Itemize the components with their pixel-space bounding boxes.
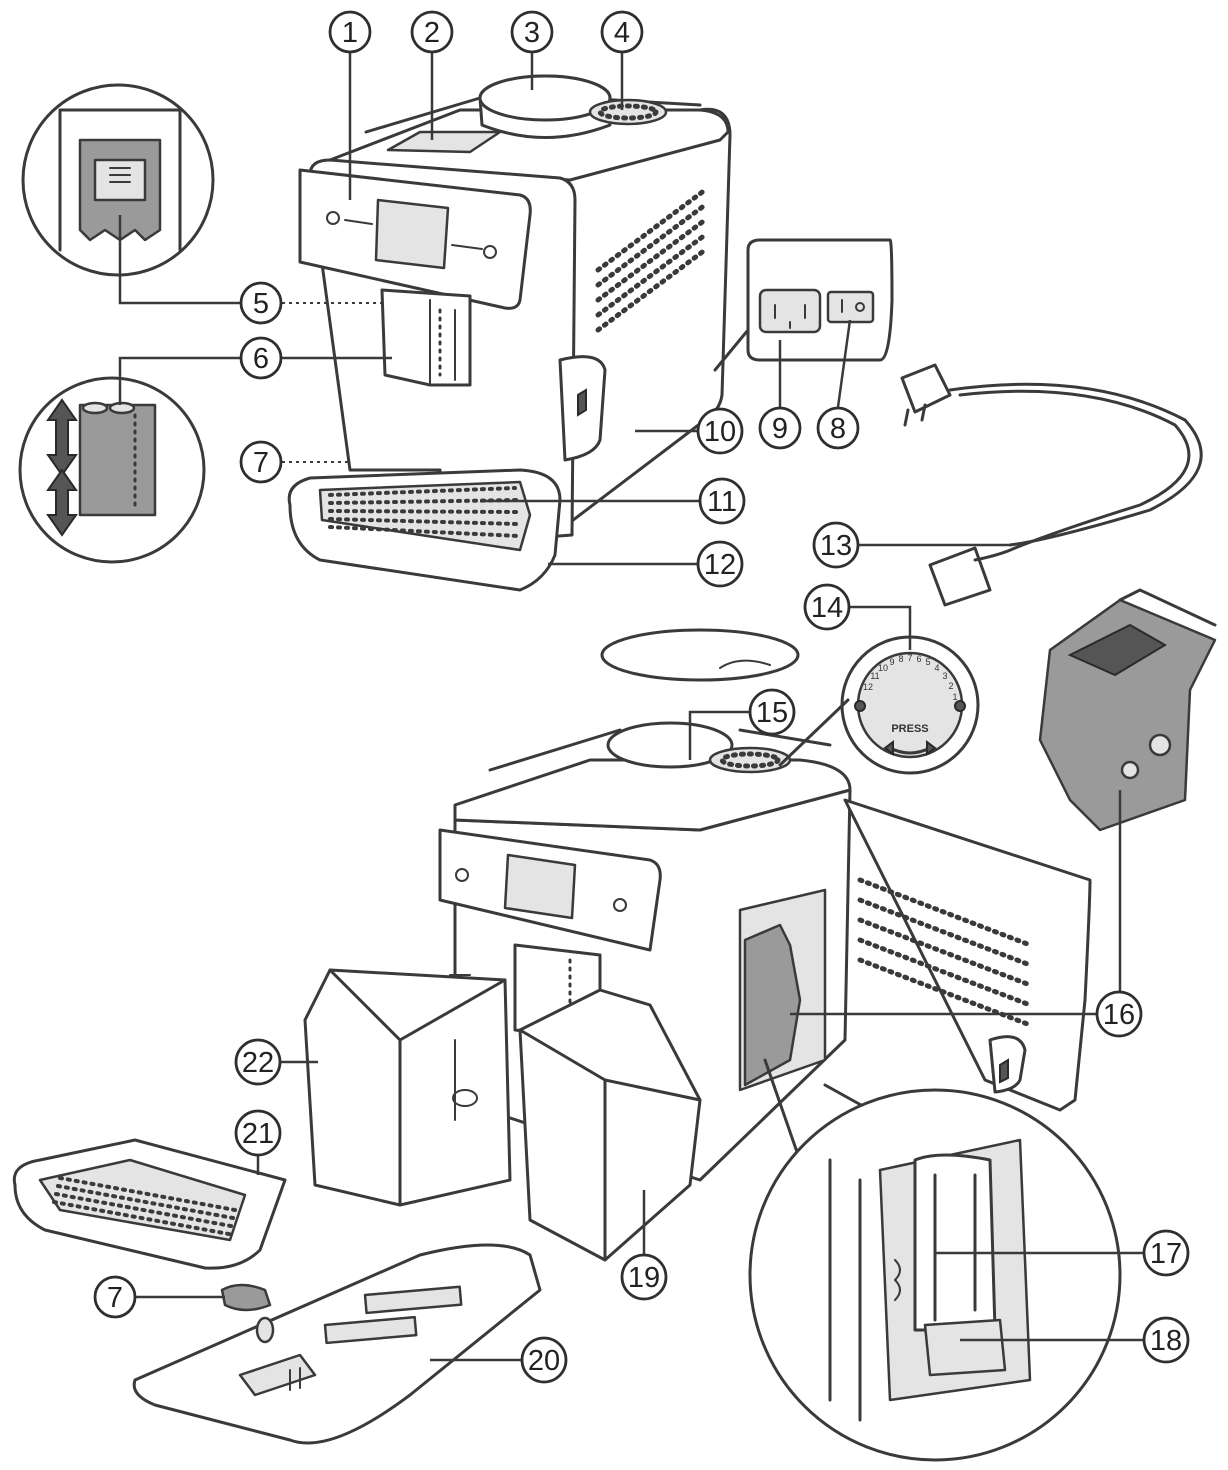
dial-tick-8: 8 <box>898 654 903 664</box>
callout-21-label: 21 <box>242 1118 274 1150</box>
dial-tick-7: 7 <box>907 653 912 663</box>
grounds-container <box>518 988 702 1262</box>
callout-8: 8 <box>816 406 860 450</box>
drip-tray <box>132 1243 542 1445</box>
callout-9-label: 9 <box>772 413 788 445</box>
callout-5: 5 <box>239 281 283 325</box>
callout-4: 4 <box>600 10 644 54</box>
callout-19-label: 19 <box>628 1262 660 1294</box>
dial-tick-12: 12 <box>863 682 873 692</box>
callout-12: 12 <box>696 540 744 588</box>
callout-20: 20 <box>520 1336 568 1384</box>
callout-3-label: 3 <box>524 17 540 49</box>
dial-tick-4: 4 <box>934 663 939 673</box>
callout-14-label: 14 <box>811 592 843 624</box>
callout-16: 16 <box>1095 990 1143 1038</box>
callout-17: 17 <box>1142 1229 1190 1277</box>
inset-spout-height <box>18 376 206 564</box>
callout-7-bottom: 7 <box>93 1275 137 1319</box>
dial-tick-10: 10 <box>878 663 888 673</box>
dial-tick-9: 9 <box>889 657 894 667</box>
brew-group-removed <box>1038 588 1217 832</box>
callout-9: 9 <box>758 406 802 450</box>
callout-18: 18 <box>1142 1316 1190 1364</box>
callout-22-label: 22 <box>242 1047 274 1079</box>
machine-assembled <box>287 74 732 592</box>
callout-16-label: 16 <box>1103 999 1135 1031</box>
callout-11: 11 <box>698 477 746 525</box>
callout-22: 22 <box>234 1038 282 1086</box>
dial-tick-11: 11 <box>870 671 879 681</box>
callout-19: 19 <box>620 1253 668 1301</box>
callout-10-label: 10 <box>704 416 736 448</box>
callout-2-label: 2 <box>424 17 440 49</box>
callout-10: 10 <box>696 407 744 455</box>
callout-14: 14 <box>803 583 851 631</box>
callout-4-label: 4 <box>614 17 630 49</box>
callout-13-label: 13 <box>820 530 852 562</box>
dial-tick-6: 6 <box>916 654 921 664</box>
callout-13: 13 <box>812 521 860 569</box>
power-cord <box>900 363 1203 607</box>
callout-2: 2 <box>410 10 454 54</box>
water-tank <box>303 968 512 1207</box>
inset-brew-interior <box>748 1058 1122 1462</box>
callout-8-label: 8 <box>830 413 846 445</box>
dial-press-label: PRESS <box>891 723 928 735</box>
inset-power-socket <box>713 238 894 372</box>
callout-7-bottom-label: 7 <box>107 1282 123 1314</box>
callout-17-label: 17 <box>1150 1238 1182 1270</box>
dial-tick-1: 1 <box>952 692 957 702</box>
dial-tick-2: 2 <box>948 681 953 691</box>
callout-12-label: 12 <box>704 549 736 581</box>
inset-spout-closeup <box>21 83 215 277</box>
dial-tick-5: 5 <box>925 657 930 667</box>
callout-18-label: 18 <box>1150 1325 1182 1357</box>
callout-1-label: 1 <box>342 17 358 49</box>
callout-6: 6 <box>239 336 283 380</box>
callout-5-label: 5 <box>253 288 269 320</box>
inset-grinder-dial: PRESS 12 11 10 9 8 7 6 5 4 3 2 1 <box>778 635 980 775</box>
dial-tick-3: 3 <box>942 671 947 681</box>
callout-7-top-label: 7 <box>253 447 269 479</box>
callout-1: 1 <box>328 10 372 54</box>
callout-3: 3 <box>510 10 554 54</box>
callout-20-label: 20 <box>528 1345 560 1377</box>
callout-15-label: 15 <box>756 697 788 729</box>
callout-15: 15 <box>748 688 796 736</box>
callout-6-label: 6 <box>253 343 269 375</box>
callout-21: 21 <box>234 1109 282 1157</box>
leader-lines <box>118 52 1144 1362</box>
callout-11-label: 11 <box>707 486 737 518</box>
drip-tray-cover <box>12 1138 287 1270</box>
callout-7-top: 7 <box>239 440 283 484</box>
